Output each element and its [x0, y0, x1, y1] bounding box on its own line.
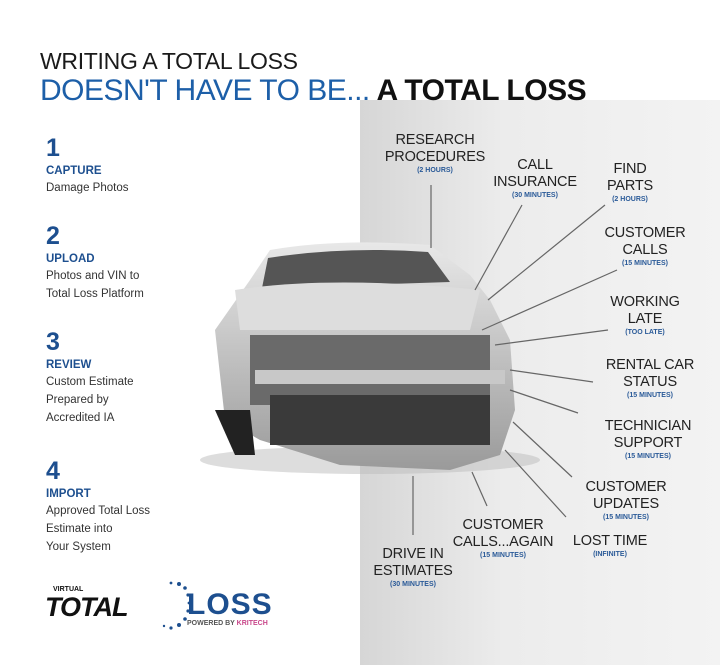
step-capture: 1 CAPTURE Damage Photos: [46, 135, 128, 197]
headline-blue: DOESN'T HAVE TO BE...: [40, 74, 370, 107]
task-title: CUSTOMER: [604, 225, 686, 241]
task-title: WORKING: [610, 294, 680, 310]
step-review: 3 REVIEW Custom Estimate Prepared by Acc…: [46, 329, 134, 427]
callout-lines: [412, 185, 618, 535]
step-title: UPLOAD: [46, 253, 95, 265]
task-title: LATE: [627, 311, 663, 327]
task-title: DRIVE IN: [382, 546, 444, 562]
task-time: (INFINITE): [593, 551, 627, 558]
task-title: RESEARCH: [395, 132, 475, 148]
logo-brand: KRITECH: [236, 620, 268, 627]
logo-dots-icon: [162, 581, 191, 630]
task-title: CUSTOMER: [462, 517, 544, 533]
step-upload: 2 UPLOAD Photos and VIN to Total Loss Pl…: [46, 223, 144, 303]
step-number: 4: [46, 457, 60, 485]
step-desc: Estimate into: [46, 523, 113, 535]
task-title: CUSTOMER: [585, 479, 667, 495]
task-title: PARTS: [606, 178, 654, 194]
step-desc: Photos and VIN to: [46, 270, 140, 282]
virtual-total-loss-logo: VIRTUAL TOTAL LOSS POWERED BY KRITECH: [45, 580, 305, 635]
step-title: CAPTURE: [46, 165, 102, 177]
step-title: IMPORT: [46, 488, 91, 500]
task-time: (15 MINUTES): [627, 392, 673, 399]
logo-total: TOTAL: [45, 592, 128, 622]
task-time: (30 MINUTES): [512, 192, 558, 199]
task-title: FIND: [613, 161, 647, 177]
step-number: 2: [46, 222, 60, 250]
task-time: (2 HOURS): [612, 196, 648, 203]
step-desc: Prepared by: [46, 394, 109, 406]
task-time: (15 MINUTES): [603, 514, 649, 521]
logo-virtual: VIRTUAL: [53, 586, 84, 593]
step-number: 3: [46, 328, 60, 356]
task-title: LOST TIME: [572, 533, 648, 549]
step-desc: Custom Estimate: [46, 376, 134, 388]
step-number: 1: [46, 134, 60, 162]
task-title: RENTAL CAR: [605, 357, 695, 373]
task-title: ESTIMATES: [373, 563, 453, 579]
step-desc: Accredited IA: [46, 412, 115, 424]
logo-powered-text: POWERED BY: [187, 620, 237, 627]
task-time: (TOO LATE): [625, 329, 665, 336]
step-title: REVIEW: [46, 359, 92, 371]
task-time: (30 MINUTES): [390, 581, 436, 588]
task-title: TECHNICIAN: [604, 418, 692, 434]
task-title: CALLS: [622, 242, 668, 258]
step-desc: Total Loss Platform: [46, 288, 144, 300]
task-time: (15 MINUTES): [622, 260, 668, 267]
step-desc: Approved Total Loss: [46, 505, 150, 517]
step-desc: Your System: [46, 541, 111, 553]
task-title: PROCEDURES: [384, 149, 486, 165]
task-lost-time: LOST TIME (INFINITE): [573, 533, 647, 559]
task-title: CALLS...AGAIN: [452, 534, 554, 550]
headline-line2: DOESN'T HAVE TO BE... A TOTAL LOSS: [40, 74, 587, 108]
logo-loss: LOSS: [187, 588, 273, 621]
task-title: INSURANCE: [493, 174, 577, 190]
step-desc: Damage Photos: [46, 182, 129, 194]
task-time: (2 HOURS): [417, 167, 453, 174]
logo-powered-by: POWERED BY KRITECH: [187, 620, 268, 627]
task-title: UPDATES: [592, 496, 659, 512]
task-time: (15 MINUTES): [625, 453, 671, 460]
task-title: STATUS: [623, 374, 677, 390]
step-import: 4 IMPORT Approved Total Loss Estimate in…: [46, 458, 150, 556]
task-title: SUPPORT: [613, 435, 683, 451]
task-time: (15 MINUTES): [480, 552, 526, 559]
headline-line1: WRITING A TOTAL LOSS: [40, 48, 298, 74]
headline-dark: A TOTAL LOSS: [376, 74, 587, 107]
task-title: CALL: [517, 157, 553, 173]
